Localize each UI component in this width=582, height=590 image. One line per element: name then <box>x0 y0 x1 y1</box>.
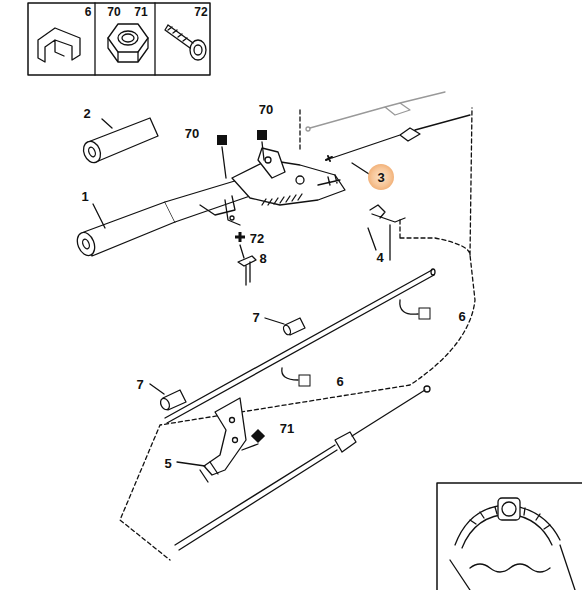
lower-cable-sheath <box>175 445 337 550</box>
leader-line <box>282 300 418 380</box>
marker-plus <box>235 232 245 242</box>
group-outline <box>120 108 475 560</box>
cable-clip <box>370 205 405 222</box>
callout-number: 7 <box>134 377 145 392</box>
handbrake-lever <box>84 202 175 256</box>
callout-number: 6 <box>456 309 467 324</box>
callout-number: 1 <box>79 189 90 204</box>
callout-number: 8 <box>257 251 268 266</box>
primary-cable <box>332 115 470 158</box>
callout-number: 70 <box>257 102 275 117</box>
header-divider <box>154 3 155 75</box>
callout-number: 72 <box>248 231 266 246</box>
marker-square <box>257 130 267 140</box>
callout-number: 2 <box>81 106 92 121</box>
callout-number: 3 <box>375 170 386 185</box>
callout-number: 6 <box>334 374 345 389</box>
header-frame <box>28 3 210 75</box>
header-divider <box>94 3 95 75</box>
callout-number: 71 <box>278 421 296 436</box>
switch-part <box>238 256 256 285</box>
inset-frame <box>437 483 582 590</box>
callout-number: 4 <box>374 250 385 265</box>
callout-number: 7 <box>250 310 261 325</box>
header-number: 71 <box>132 5 149 19</box>
header-number: 70 <box>105 5 122 19</box>
header-number: 6 <box>83 5 94 19</box>
highlight-circle <box>368 164 394 190</box>
marker-square <box>217 135 227 145</box>
callout-number: 5 <box>162 456 173 471</box>
ratchet-spring <box>262 194 302 205</box>
header-number: 72 <box>192 5 209 19</box>
callout-number: 70 <box>183 126 201 141</box>
long-cable <box>165 270 434 423</box>
marker-open-square <box>419 308 430 319</box>
marker-open-square <box>299 375 310 386</box>
clip-icon <box>38 28 80 62</box>
screw-icon <box>165 25 193 48</box>
nut-icon <box>108 24 148 52</box>
secondary-cable <box>310 92 445 128</box>
leader-line <box>93 119 390 466</box>
marker-diamond <box>251 429 265 443</box>
lever-mechanism <box>232 160 345 205</box>
